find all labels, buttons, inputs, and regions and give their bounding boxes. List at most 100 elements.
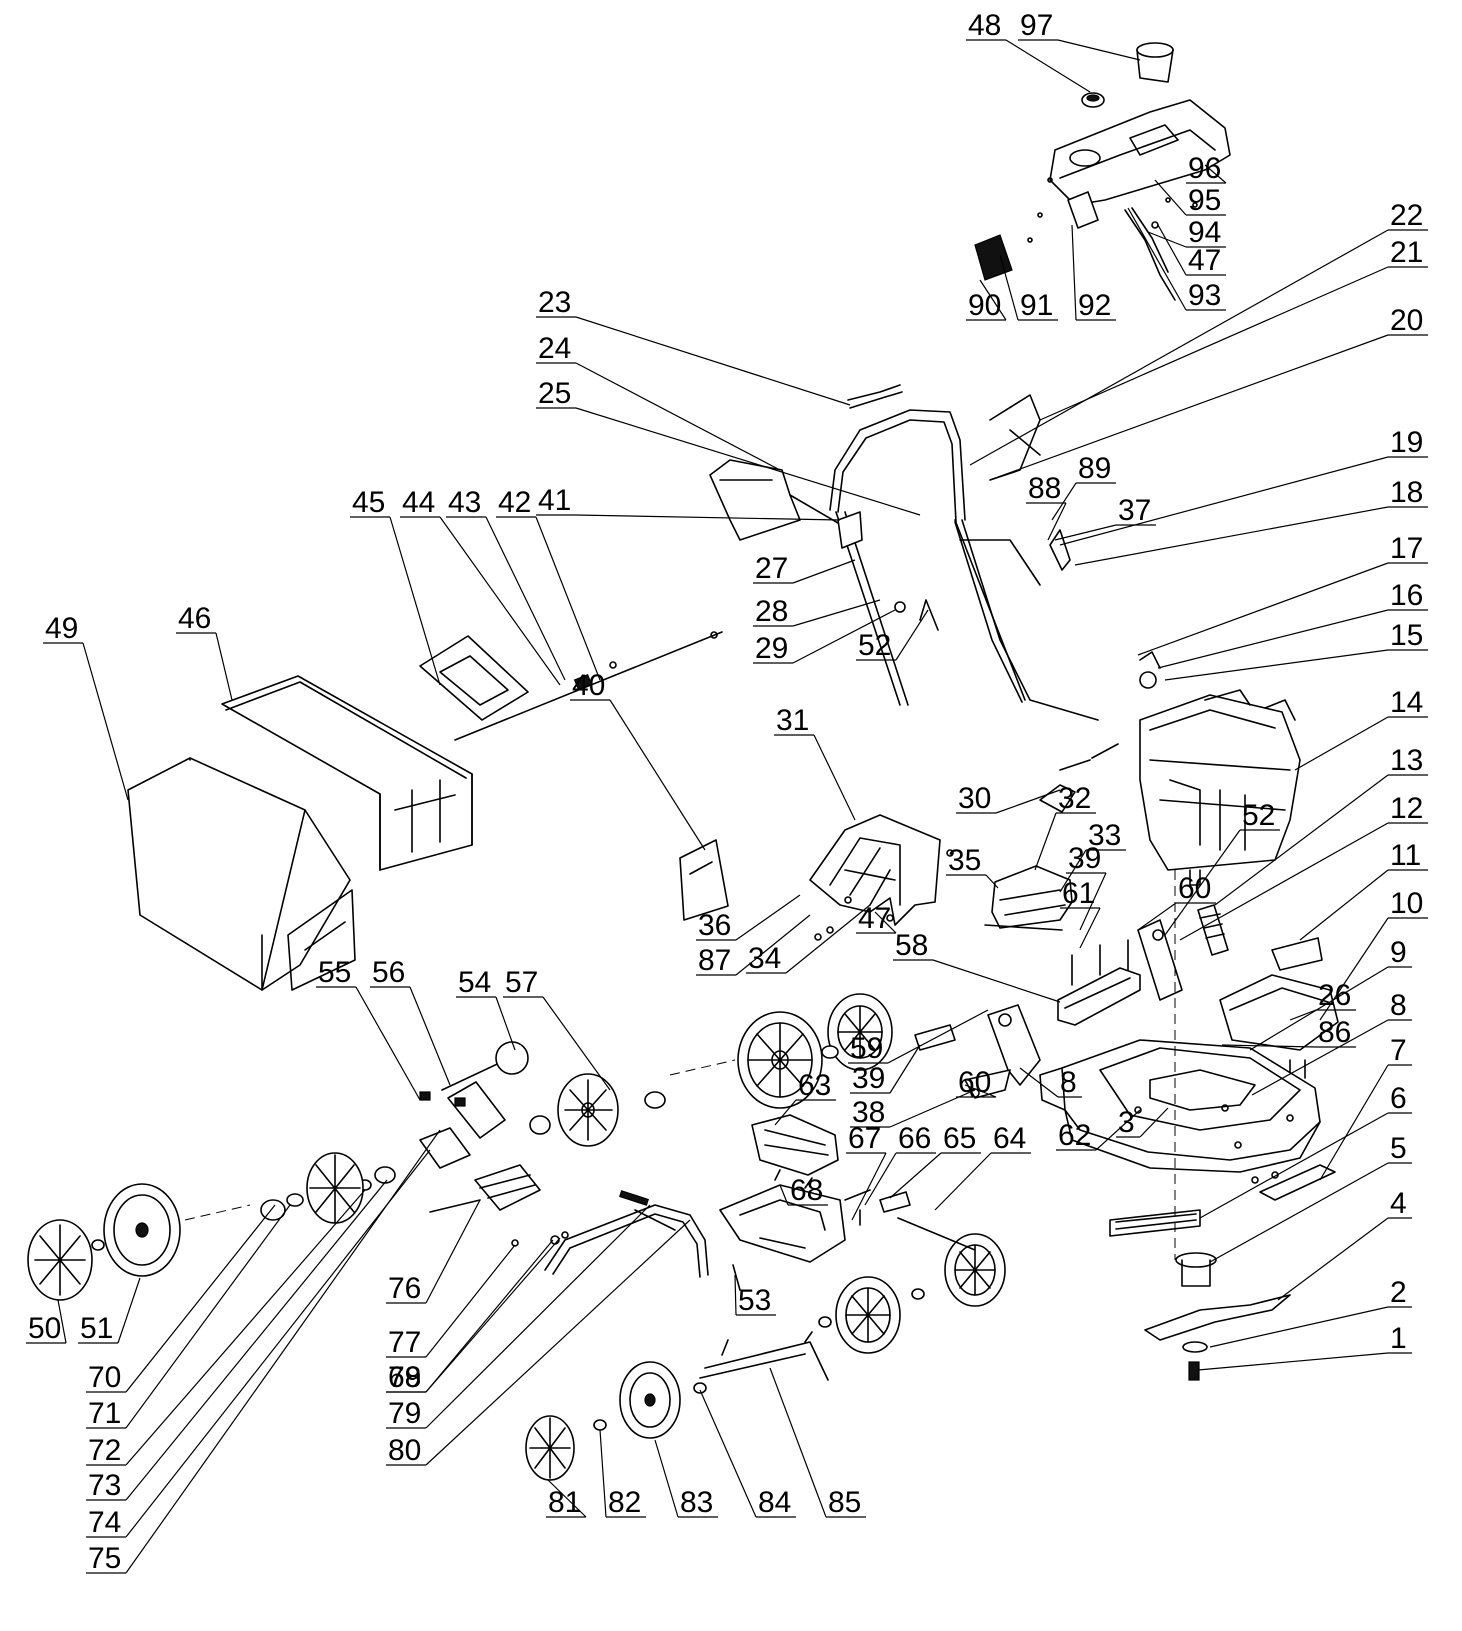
part-label-42: 42 [498,486,531,519]
part-label-75: 75 [88,1542,121,1575]
leader-line-35 [985,874,999,889]
leader-line-9 [1249,966,1389,1051]
part-label-87: 87 [698,944,731,977]
part-label-69: 69 [388,1361,421,1394]
part-label-74: 74 [88,1506,121,1539]
part-label-3: 3 [1118,1106,1135,1139]
leader-line-89 [1051,482,1077,521]
leader-line-11 [1299,869,1389,941]
leader-line-50 [57,1299,67,1344]
part-label-70: 70 [88,1361,121,1394]
leader-line-47b [874,911,897,934]
leader-line-69 [425,1237,561,1393]
part-label-60a: 60 [1178,872,1211,905]
handle-assembly [709,384,1161,813]
leader-line-45 [389,516,441,686]
part-label-76: 76 [388,1272,421,1305]
leader-line-80 [425,1219,691,1466]
part-label-66: 66 [898,1122,931,1155]
part-label-8b: 8 [1060,1066,1077,1099]
front-axle-left [525,1331,829,1481]
part-label-27: 27 [755,552,788,585]
leader-line-60b [964,1084,997,1098]
part-label-83: 83 [680,1486,713,1519]
leader-line-61 [1079,907,1101,949]
leader-lines [26,39,1428,1574]
part-label-28: 28 [755,595,788,628]
part-label-72: 72 [88,1434,121,1467]
leader-line-60a [1137,902,1177,931]
engine [1139,689,1301,886]
leader-line-39b [889,1044,921,1094]
leader-line-38 [889,1089,976,1128]
leader-line-70 [125,1204,276,1393]
blade-stack [1109,1164,1336,1381]
part-label-29: 29 [755,632,788,665]
leader-line-19 [1059,456,1389,546]
front-housing [719,1114,846,1263]
part-label-35: 35 [948,844,981,877]
part-label-67: 67 [848,1122,881,1155]
leader-line-3 [1139,1107,1169,1138]
part-label-61: 61 [1062,877,1095,910]
rod-and-spring [454,631,723,741]
part-label-8a: 8 [1390,989,1407,1022]
leader-line-66 [864,1152,897,1206]
leader-line-55 [355,986,421,1101]
leader-line-23 [575,316,851,406]
part-label-52b: 52 [858,629,891,662]
leader-line-87 [735,914,811,976]
part-label-33: 33 [1088,819,1121,852]
rear-flap [1057,939,1141,1026]
part-label-2: 2 [1390,1276,1407,1309]
leader-line-46 [215,632,233,701]
leader-line-73 [125,1179,388,1501]
rear-drive-left [260,1041,666,1224]
leader-line-26 [1289,1009,1317,1021]
leader-line-74 [125,1149,431,1538]
mower-deck [1039,1039,1321,1173]
leader-line-7 [1319,1064,1389,1181]
leader-line-8a [1251,1019,1389,1096]
leader-line-5 [1209,1162,1389,1263]
part-label-38: 38 [852,1096,885,1129]
leader-line-29 [792,609,896,664]
leader-line-34 [785,904,871,974]
rear-cover [809,814,954,926]
leader-line-59 [887,1009,989,1064]
part-label-88: 88 [1028,472,1061,505]
part-label-15: 15 [1390,619,1423,652]
leader-line-17 [1137,562,1389,656]
part-label-73: 73 [88,1469,121,1502]
part-label-86: 86 [1318,1016,1351,1049]
leader-line-48 [1005,39,1091,93]
part-label-25: 25 [538,377,571,410]
part-label-14: 14 [1390,686,1423,719]
rear-wheel-right [669,993,893,1109]
part-label-93: 93 [1188,279,1221,312]
leader-line-51 [117,1277,141,1344]
leader-line-65 [889,1152,942,1199]
part-label-13: 13 [1390,744,1423,777]
leader-line-33 [1059,849,1087,893]
leader-line-6 [1199,1112,1389,1219]
leader-line-18 [1074,506,1389,566]
leader-line-96 [1204,164,1227,184]
leader-line-82 [599,1429,607,1518]
leader-line-90 [979,279,1007,321]
part-label-41: 41 [538,484,571,517]
leader-line-71 [125,1204,291,1429]
leader-line-57 [542,996,611,1091]
part-label-62: 62 [1058,1119,1091,1152]
leader-line-49 [82,642,129,801]
rear-skirt [984,865,1073,931]
leader-line-13 [1214,774,1389,906]
part-label-54: 54 [458,966,491,999]
leader-line-83 [654,1439,679,1518]
leader-line-52b [895,609,929,661]
part-label-56: 56 [372,956,405,989]
leader-line-64 [934,1152,992,1211]
part-label-94: 94 [1188,216,1221,249]
rear-wheel-left [27,1183,251,1301]
